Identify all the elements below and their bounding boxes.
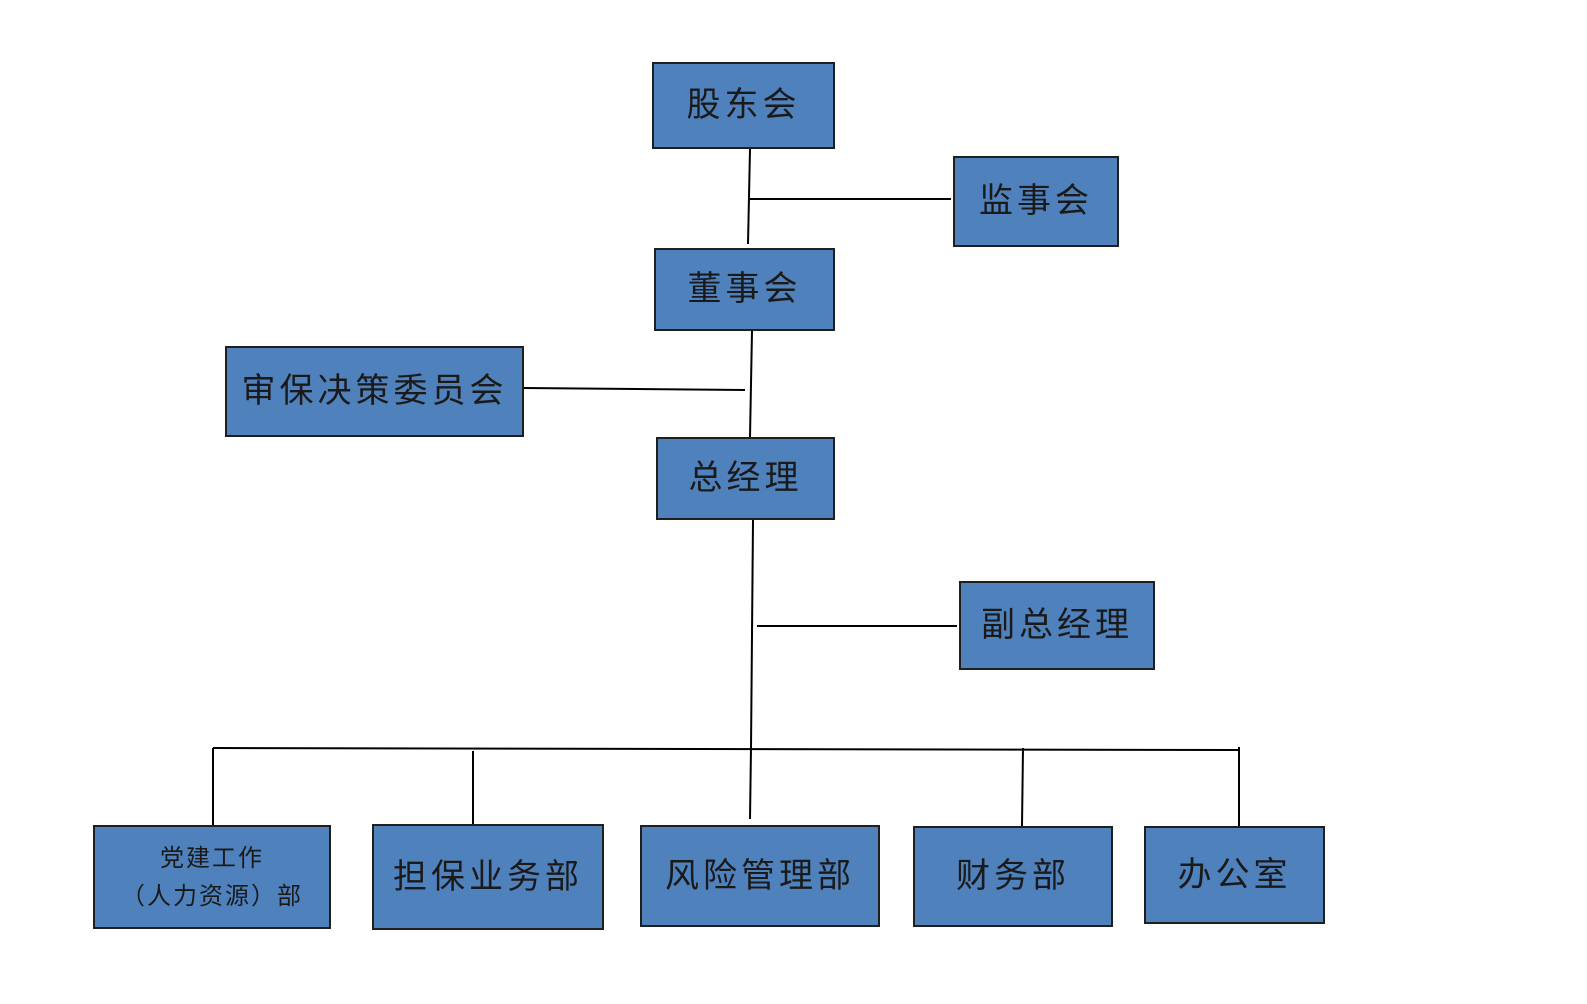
node-label: 担保业务部: [393, 856, 583, 897]
node-label: 副总经理: [981, 605, 1133, 646]
node-label: 风险管理部: [665, 855, 855, 896]
connector-board-gm: [749, 330, 753, 438]
node-risk-management-department: 风险管理部: [640, 825, 880, 927]
node-label: 办公室: [1177, 854, 1292, 895]
connector-shareholders-board: [747, 148, 751, 245]
connector-drop-risk: [749, 747, 752, 820]
node-deputy-general-manager: 副总经理: [959, 581, 1155, 670]
connector-department-bus: [212, 747, 1240, 751]
node-general-manager: 总经理: [656, 437, 835, 520]
node-label: 股东会: [686, 85, 801, 126]
node-board-of-directors: 董事会: [654, 248, 835, 331]
node-guarantee-review-committee: 审保决策委员会: [225, 346, 524, 437]
connector-committee: [523, 387, 746, 391]
node-finance-department: 财务部: [913, 826, 1113, 927]
node-board-of-supervisors: 监事会: [953, 156, 1119, 247]
node-shareholders-meeting: 股东会: [652, 62, 835, 149]
node-party-hr-department: 党建工作 （人力资源）部: [93, 825, 331, 929]
node-label: 监事会: [979, 181, 1093, 222]
node-label: 董事会: [687, 269, 802, 310]
node-office: 办公室: [1144, 826, 1325, 924]
node-label: 审保决策委员会: [241, 371, 508, 412]
node-label-line2: （人力资源）部: [121, 882, 303, 910]
node-label-line1: 党建工作: [160, 843, 264, 872]
node-guarantee-business-department: 担保业务部: [372, 824, 604, 930]
node-label: 总经理: [688, 458, 803, 499]
node-label: 财务部: [956, 856, 1070, 897]
connector-drop-finance: [1021, 747, 1024, 827]
connector-gm-departments: [750, 519, 754, 749]
